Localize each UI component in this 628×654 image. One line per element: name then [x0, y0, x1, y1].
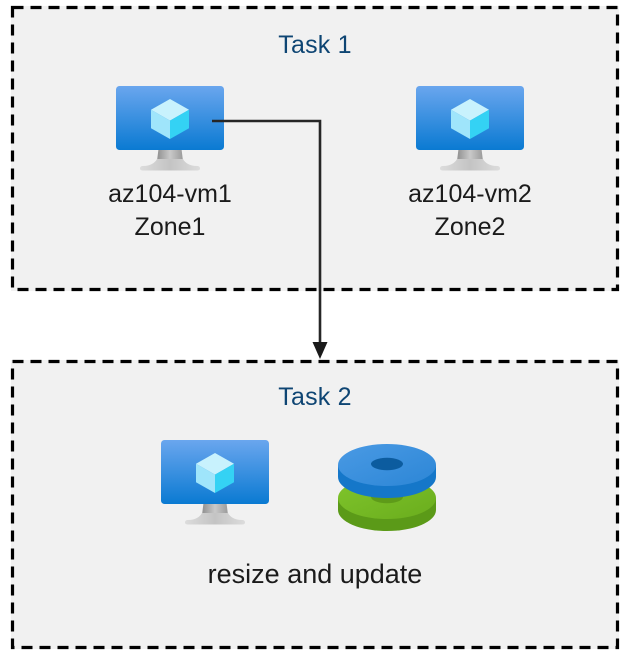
task1-title: Task 1: [278, 31, 352, 59]
vm2-label-name: az104-vm2: [408, 180, 532, 208]
task2-container: Task 2: [10, 359, 620, 650]
vm1-label-zone: Zone1: [134, 213, 206, 241]
disks-icon: [332, 442, 442, 536]
virtual-machine-icon-vm1: [110, 83, 230, 175]
task1-container: Task 1: [10, 5, 620, 292]
task2-caption: resize and update: [207, 559, 423, 589]
virtual-machine-icon-task2: [155, 437, 275, 529]
vm2-label-zone: Zone2: [434, 213, 506, 241]
task2-title: Task 2: [278, 383, 352, 411]
vm1-label-name: az104-vm1: [108, 180, 232, 208]
virtual-machine-icon-vm2: [410, 83, 530, 175]
